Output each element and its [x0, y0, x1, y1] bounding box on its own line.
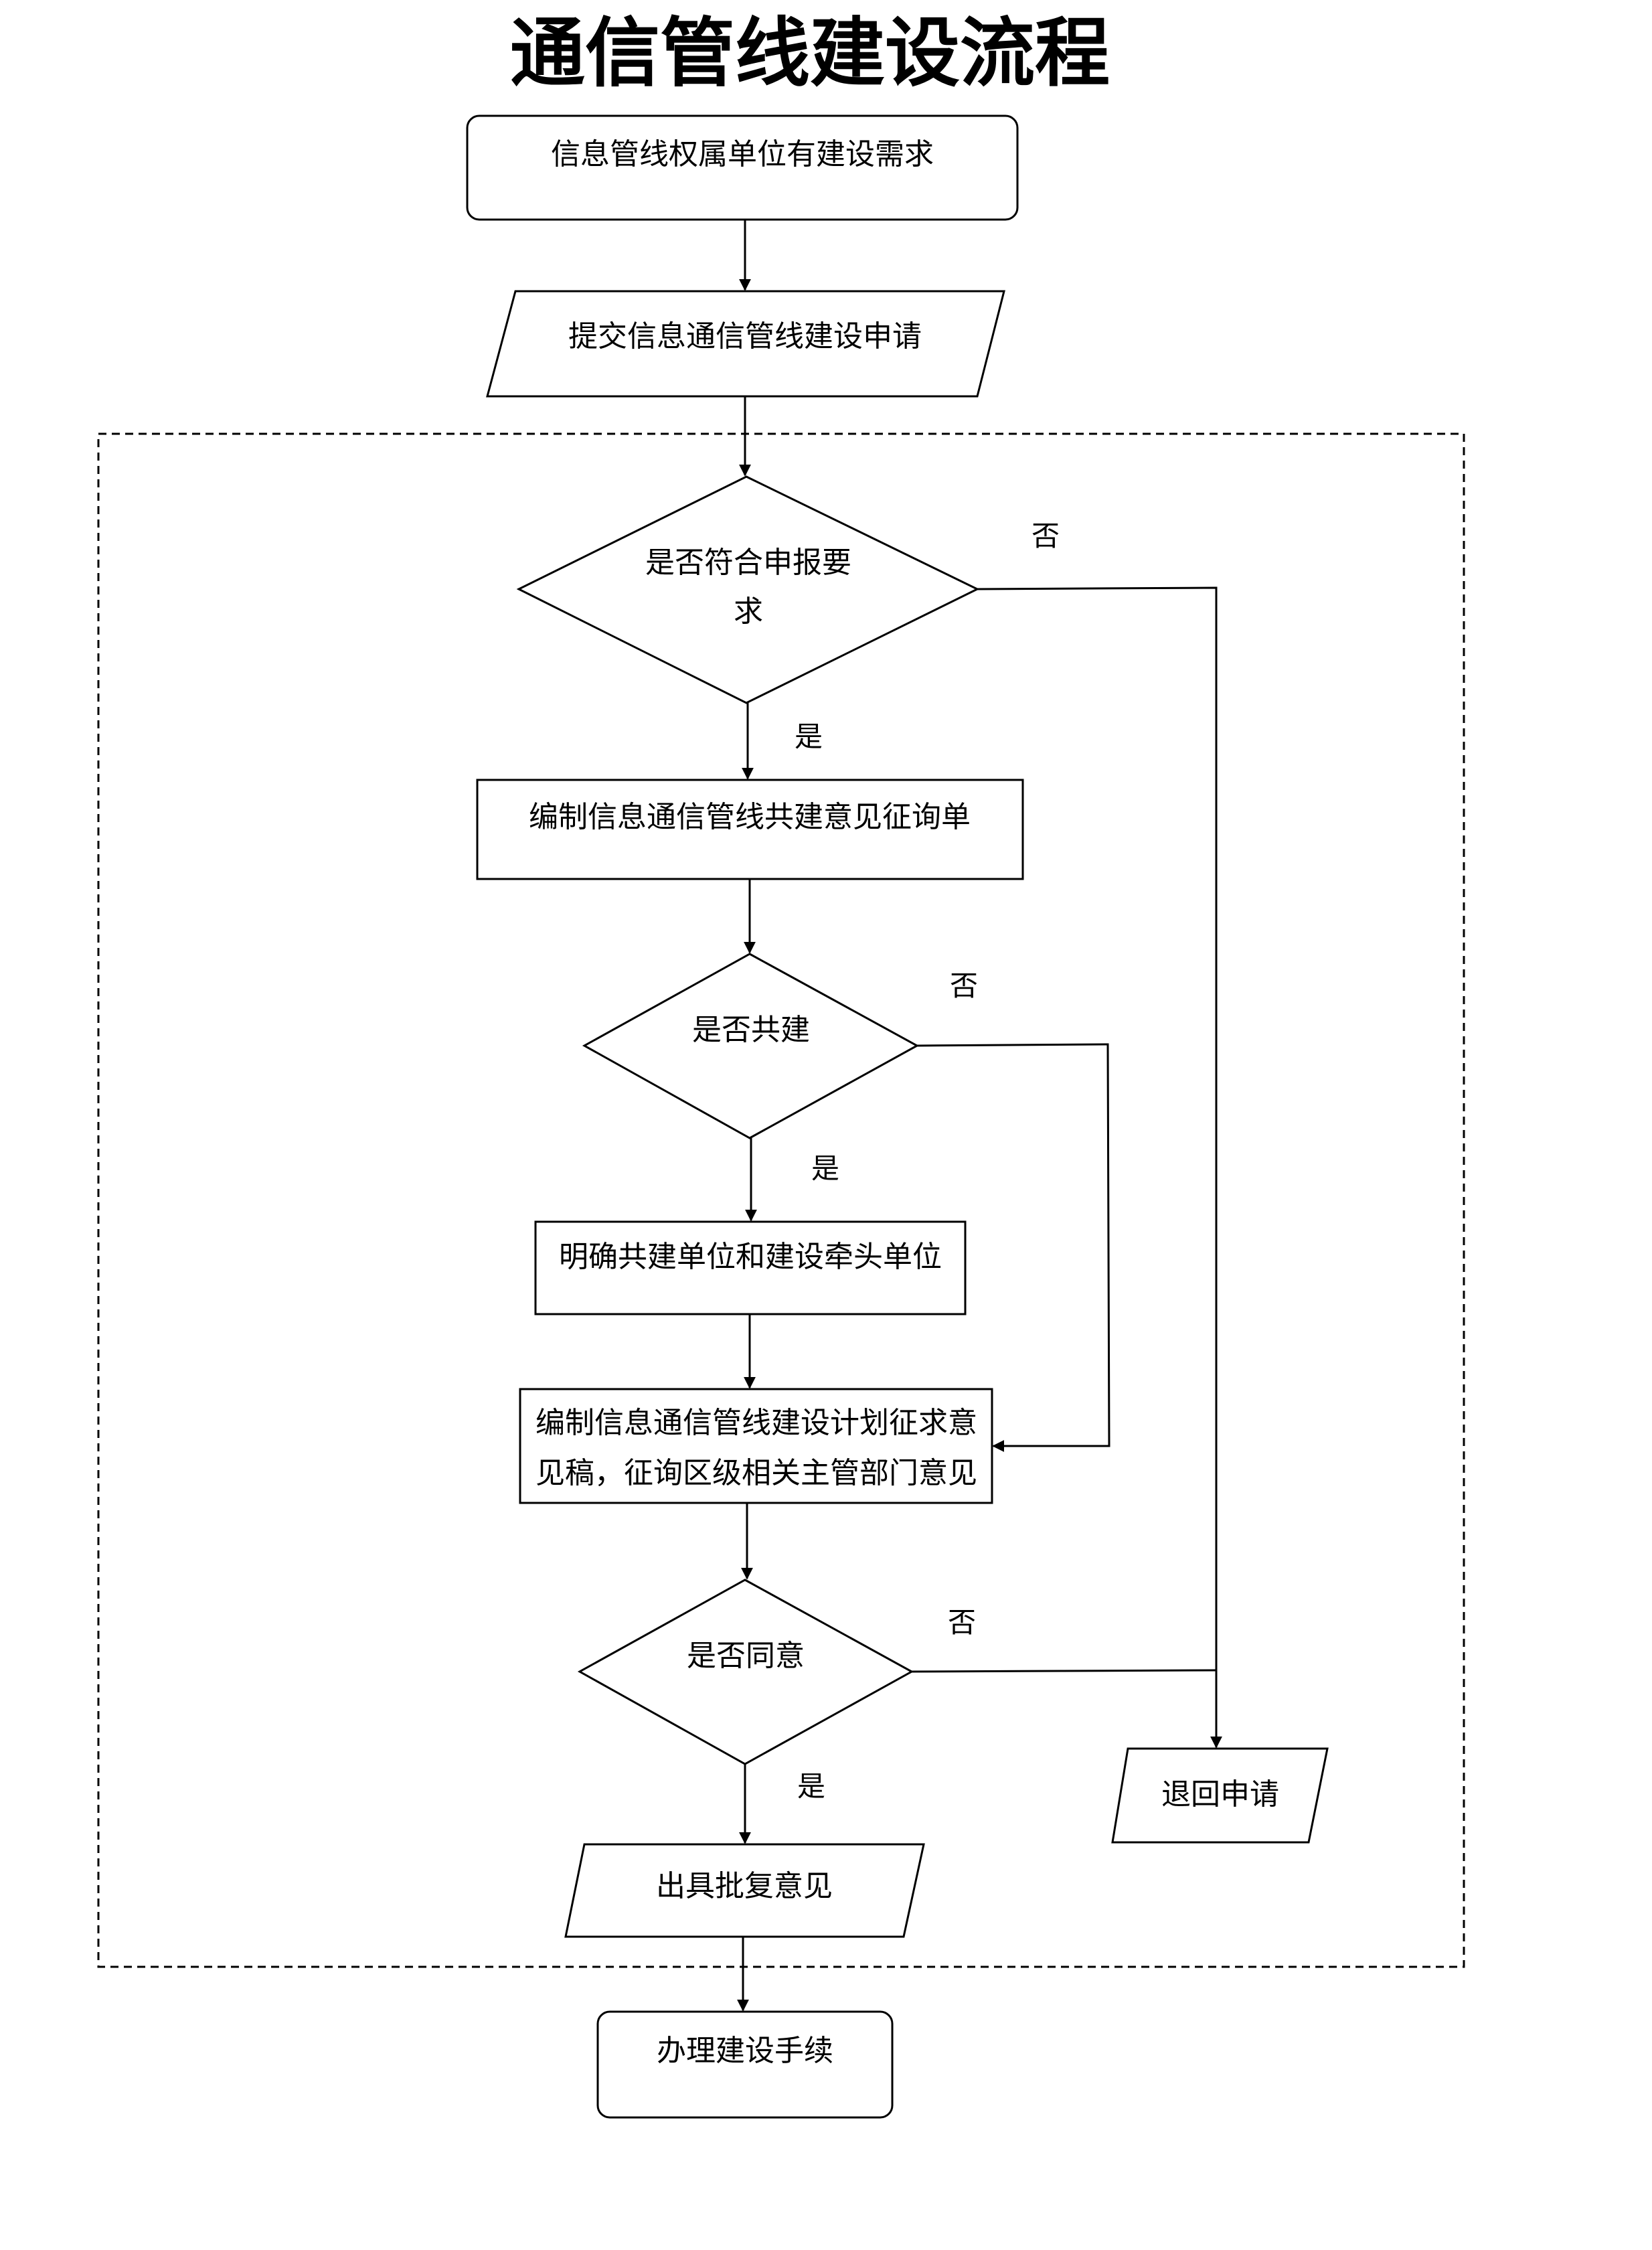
node-compile-plan-line-1: 编制信息通信管线建设计划征求意	[535, 1406, 977, 1440]
decision-cobuild: 是否共建	[582, 953, 920, 1139]
decision-agree: 是否同意	[577, 1579, 914, 1765]
diagram-title: 通信管线建设流程	[510, 9, 1110, 97]
node-demand-label: 信息管线权属单位有建设需求	[551, 137, 934, 171]
node-confirm-units: 明确共建单位和建设牵头单位	[534, 1220, 967, 1315]
node-demand: 信息管线权属单位有建设需求	[466, 114, 1019, 221]
branch-label-no-requirement: 否	[1031, 519, 1060, 552]
node-issue-opinion-label: 出具批复意见	[656, 1869, 833, 1903]
decision-requirement-line-2: 求	[734, 594, 763, 629]
node-return-application-label: 退回申请	[1161, 1777, 1279, 1812]
node-confirm-units-label: 明确共建单位和建设牵头单位	[559, 1240, 942, 1274]
node-handle-procedures: 办理建设手续	[596, 2010, 894, 2119]
edge-agree-no	[911, 1669, 1217, 1673]
branch-label-yes-cobuild: 是	[811, 1152, 839, 1185]
node-handle-procedures-label: 办理建设手续	[657, 2034, 833, 2068]
review-boundary	[97, 432, 1465, 1968]
node-return-application: 退回申请	[1111, 1747, 1329, 1844]
branch-label-yes-agree: 是	[797, 1770, 825, 1803]
node-submit: 提交信息通信管线建设申请	[486, 290, 1005, 398]
decision-agree-label: 是否同意	[687, 1639, 805, 1673]
node-submit-label: 提交信息通信管线建设申请	[568, 319, 922, 353]
branch-label-no-cobuild: 否	[950, 969, 978, 1002]
node-issue-opinion: 出具批复意见	[564, 1843, 925, 1938]
node-compile-form: 编制信息通信管线共建意见征询单	[476, 779, 1024, 880]
node-compile-form-label: 编制信息通信管线共建意见征询单	[529, 800, 971, 834]
branch-label-no-agree: 否	[948, 1606, 976, 1639]
node-compile-plan-line-2: 见稿，征询区级相关主管部门意见	[535, 1456, 977, 1490]
edge-requirement-no	[977, 586, 1222, 1749]
edge-cobuild-no	[916, 1043, 1110, 1452]
node-compile-plan: 编制信息通信管线建设计划征求意 见稿，征询区级相关主管部门意见	[519, 1388, 993, 1504]
branch-label-yes-requirement: 是	[795, 720, 823, 753]
decision-requirement-line-1: 是否符合申报要	[645, 546, 851, 580]
decision-cobuild-label: 是否共建	[692, 1013, 810, 1047]
decision-requirement: 是否符合申报要 求	[516, 475, 980, 704]
